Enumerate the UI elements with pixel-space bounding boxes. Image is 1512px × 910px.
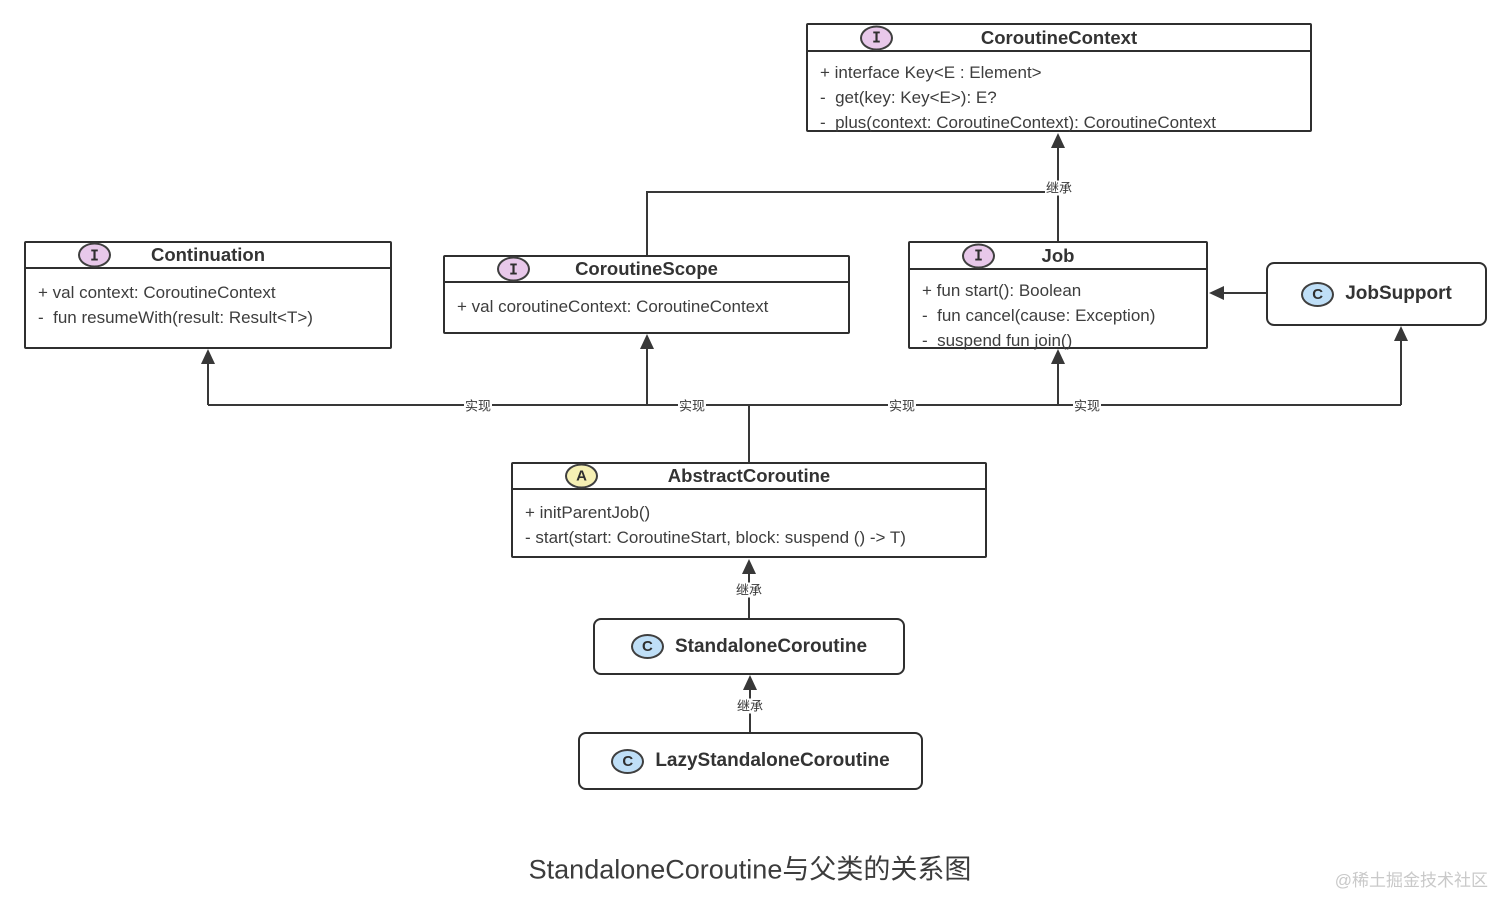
member-line: - get(key: Key<E>): E? xyxy=(820,88,997,107)
class-header: I Continuation xyxy=(26,242,390,269)
interface-badge-icon: I xyxy=(497,256,530,282)
class-box-coroutinecontext: I CoroutineContext + interface Key<E : E… xyxy=(806,23,1312,132)
edge-label-extends: 继承 xyxy=(1044,180,1074,196)
class-box-jobsupport: C JobSupport xyxy=(1266,262,1487,326)
edge-label-extends: 继承 xyxy=(735,698,765,714)
arrowhead-coroutinecontext xyxy=(1051,133,1065,148)
class-box-lazystandalonecoroutine: C LazyStandaloneCoroutine xyxy=(578,732,923,790)
member-line: - suspend fun join() xyxy=(922,331,1073,350)
class-badge-icon: C xyxy=(1301,281,1335,307)
interface-badge-icon: I xyxy=(860,25,893,50)
class-box-abstractcoroutine: A AbstractCoroutine + initParentJob() - … xyxy=(511,462,987,558)
member-line: - fun cancel(cause: Exception) xyxy=(922,306,1156,325)
edge-label-extends: 继承 xyxy=(734,582,764,598)
diagram-title: StandaloneCoroutine与父类的关系图 xyxy=(528,854,972,885)
edge-label-implements: 实现 xyxy=(677,398,707,414)
class-box-continuation: I Continuation + val context: CoroutineC… xyxy=(24,241,392,349)
member-line: - start(start: CoroutineStart, block: su… xyxy=(525,528,906,547)
class-badge-icon: C xyxy=(611,748,645,774)
interface-badge-icon: I xyxy=(78,242,111,268)
member-list: + interface Key<E : Element> - get(key: … xyxy=(808,52,1310,135)
arrowhead-abstractcoroutine xyxy=(742,559,756,574)
class-title: CoroutineContext xyxy=(980,26,1138,48)
class-header: I CoroutineScope xyxy=(445,256,848,283)
arrowhead-job-left xyxy=(1209,286,1224,300)
member-list: + initParentJob() - start(start: Corouti… xyxy=(513,490,985,550)
member-line: + val coroutineContext: CoroutineContext xyxy=(457,297,769,316)
arrowhead-jobsupport xyxy=(1394,326,1408,341)
class-badge-icon: C xyxy=(630,634,664,659)
member-list: + val coroutineContext: CoroutineContext xyxy=(445,283,848,319)
class-header: I Job xyxy=(910,243,1206,270)
arrowhead-continuation xyxy=(201,349,215,364)
class-box-job: I Job + fun start(): Boolean - fun cance… xyxy=(908,241,1208,350)
edge-label-implements: 实现 xyxy=(1072,398,1102,414)
watermark: @稀土掘金技术社区 xyxy=(1334,871,1488,890)
class-title: LazyStandaloneCoroutine xyxy=(655,750,890,771)
arrowhead-job xyxy=(1051,349,1065,364)
class-title: Job xyxy=(1041,244,1075,266)
abstract-badge-icon: A xyxy=(565,463,598,489)
class-header: A AbstractCoroutine xyxy=(513,463,985,490)
member-line: - fun resumeWith(result: Result<T>) xyxy=(38,308,313,327)
edge-label-implements: 实现 xyxy=(463,398,493,414)
class-box-standalonecoroutine: C StandaloneCoroutine xyxy=(593,618,905,675)
member-list: + fun start(): Boolean - fun cancel(caus… xyxy=(910,270,1206,353)
member-line: + interface Key<E : Element> xyxy=(820,63,1042,82)
arrowhead-standalone xyxy=(743,675,757,690)
class-header: I CoroutineContext xyxy=(808,25,1310,52)
member-line: + fun start(): Boolean xyxy=(922,281,1082,300)
class-title: JobSupport xyxy=(1345,283,1452,304)
member-line: + initParentJob() xyxy=(525,503,651,522)
member-line: - plus(context: CoroutineContext): Corou… xyxy=(820,113,1216,132)
class-box-coroutinescope: I CoroutineScope + val coroutineContext:… xyxy=(443,255,850,334)
class-title: AbstractCoroutine xyxy=(667,465,831,486)
class-title: StandaloneCoroutine xyxy=(674,635,868,657)
member-list: + val context: CoroutineContext - fun re… xyxy=(26,269,390,330)
extends-elbow-coroutinescope xyxy=(646,191,1058,255)
class-title: Continuation xyxy=(150,244,266,265)
interface-badge-icon: I xyxy=(962,243,995,268)
class-title: CoroutineScope xyxy=(575,258,718,279)
edge-label-implements: 实现 xyxy=(887,398,917,414)
arrowhead-coroutinescope xyxy=(640,334,654,349)
member-line: + val context: CoroutineContext xyxy=(38,283,276,302)
